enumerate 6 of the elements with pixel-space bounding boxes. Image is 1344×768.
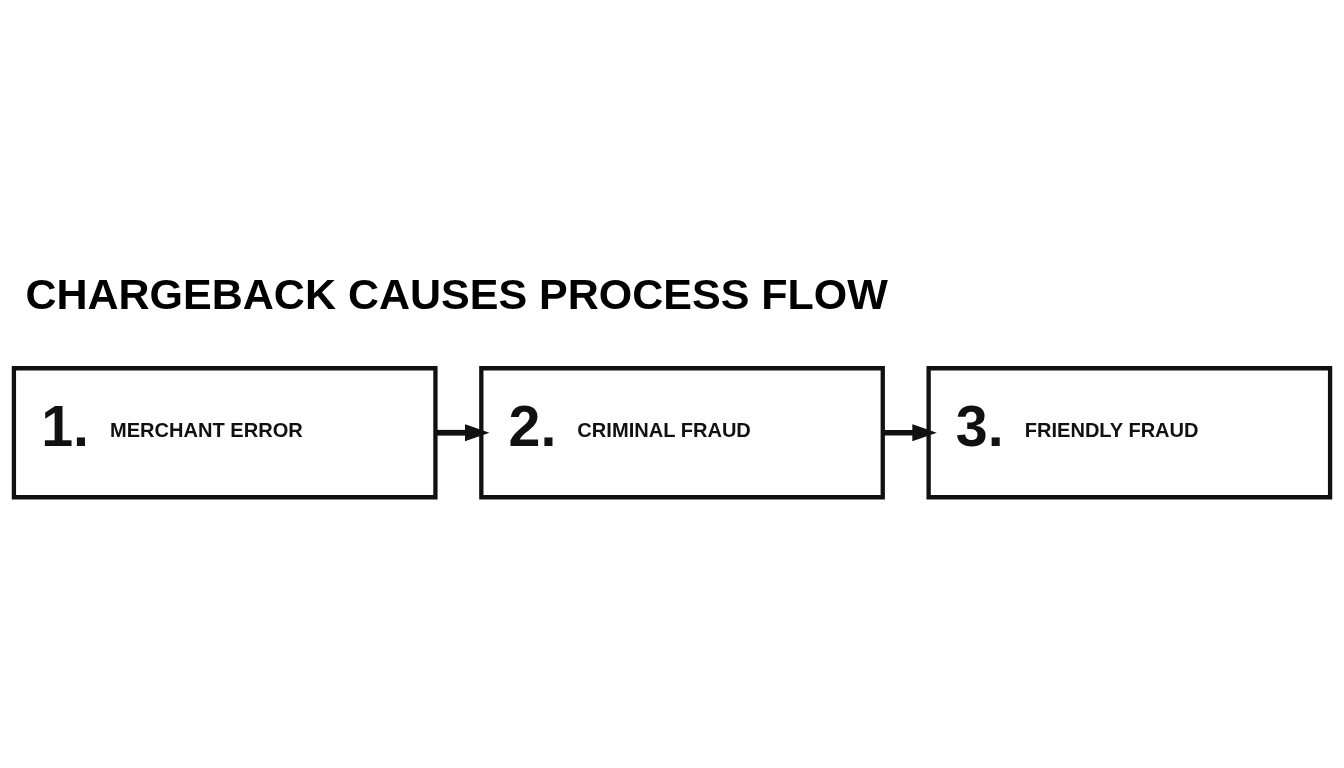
arrow [436,424,490,442]
node-box: 1. MERCHANT ERROR [11,366,438,500]
diagram-title: CHARGEBACK CAUSES PROCESS FLOW [25,270,888,319]
arrow [882,424,937,442]
node-box: 2. CRIMINAL FRAUD [479,366,885,500]
node-box: 3. FRIENDLY FRAUD [926,366,1333,500]
